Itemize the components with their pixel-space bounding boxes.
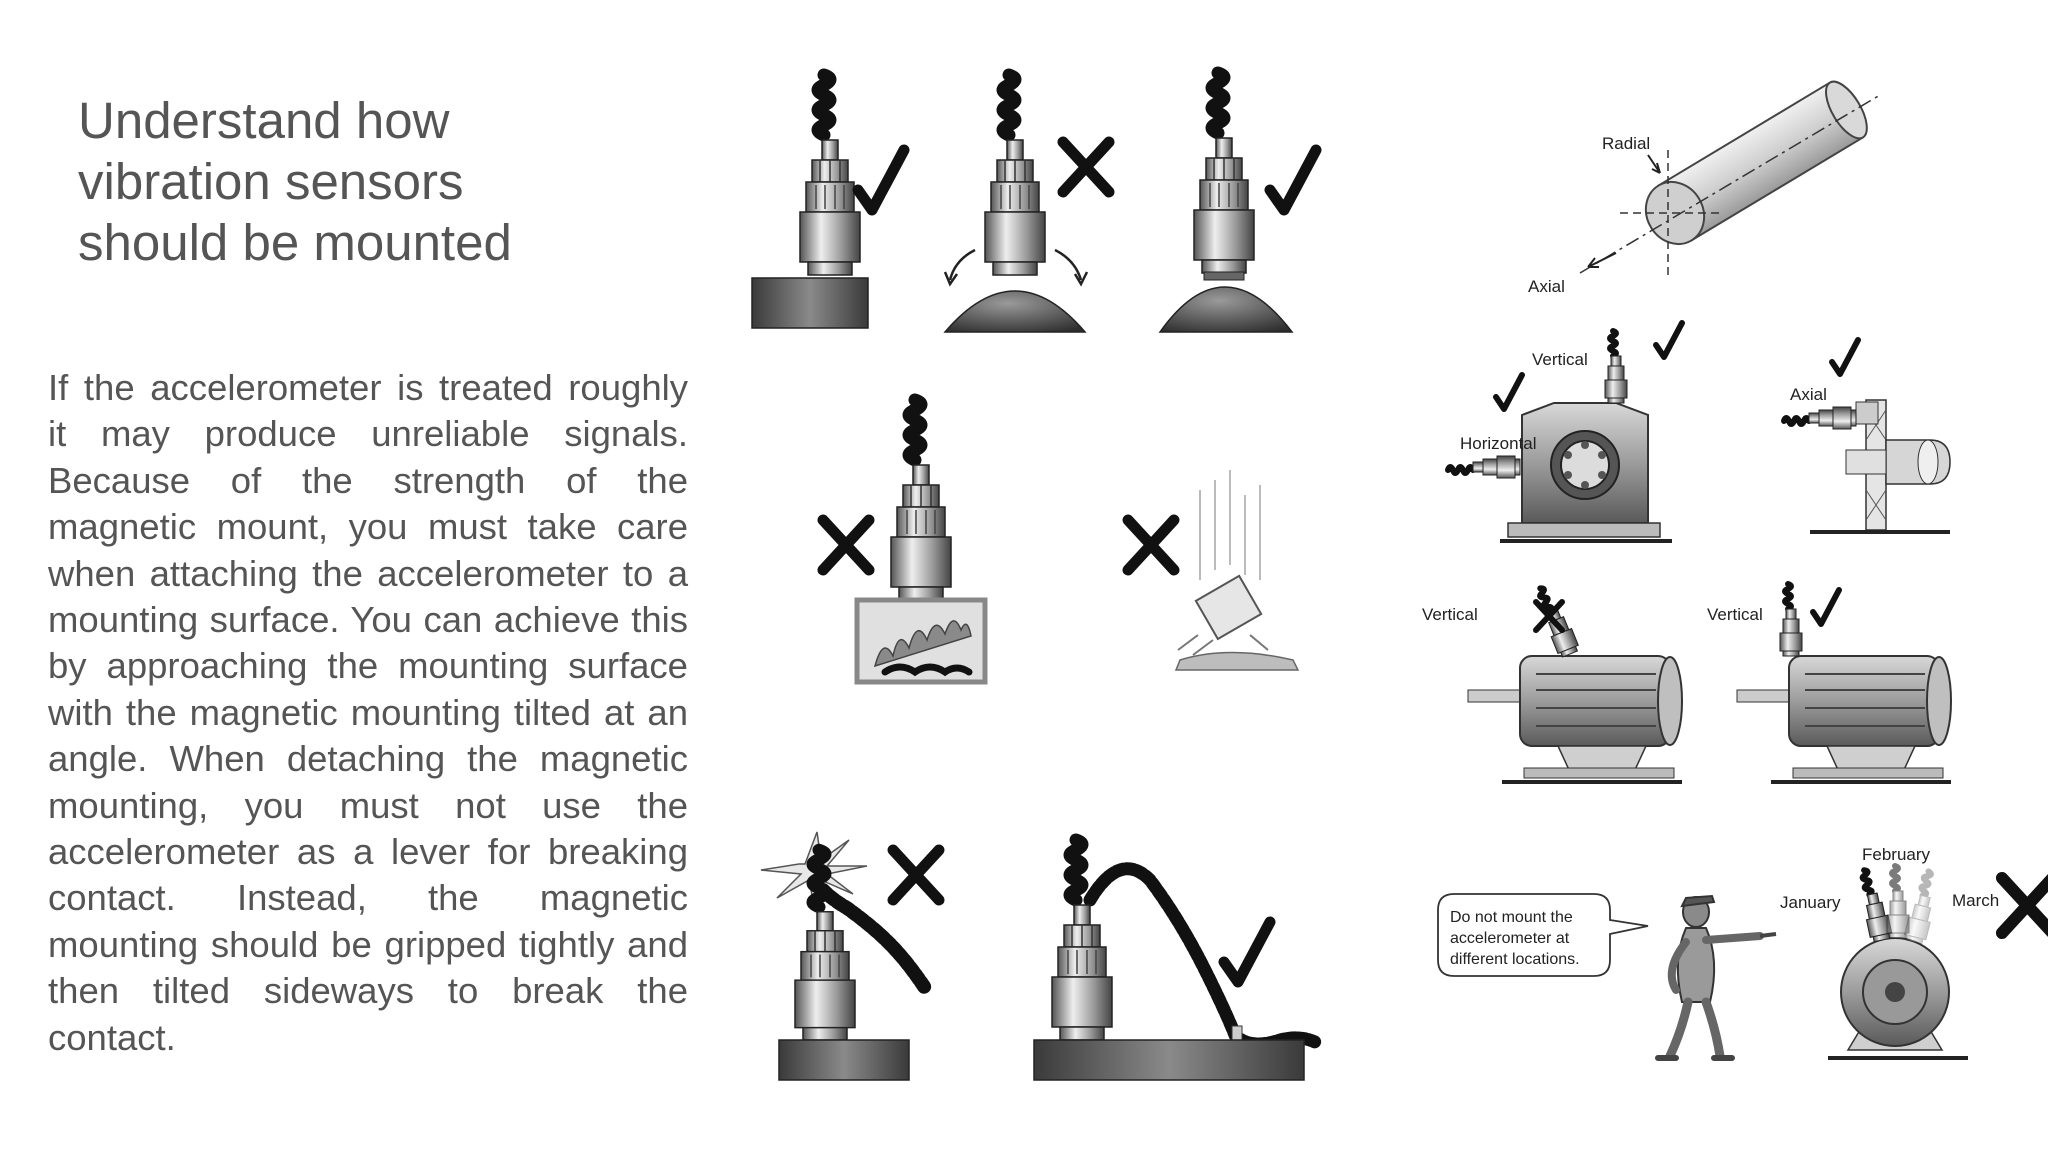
- cable: [1083, 862, 1322, 1051]
- radial-label: Radial: [1602, 134, 1650, 153]
- check-mark-icon: [1656, 323, 1682, 357]
- accelerometer-icon: [1194, 73, 1254, 273]
- check-mark-icon: [1270, 150, 1316, 210]
- radial-arrow: [1647, 154, 1661, 174]
- motor-vertical-wrong: Vertical: [1420, 570, 1690, 795]
- check-mark-icon: [858, 150, 904, 210]
- mount-curved-correct: [1152, 60, 1332, 340]
- mounting-block: [751, 277, 869, 329]
- mount-curved-wrong: [943, 60, 1125, 340]
- mount-heat-wrong: [815, 460, 1015, 700]
- accelerometer-icon: [1605, 331, 1627, 403]
- axial-centerline: [1579, 94, 1881, 274]
- speech-line-2: accelerometer at: [1450, 930, 1570, 947]
- mount-drop-wrong: [1118, 470, 1318, 690]
- cross-mark-icon: [1128, 520, 1174, 570]
- motor-body: [1519, 655, 1671, 747]
- mount-flat-correct: [750, 60, 920, 340]
- february-label: February: [1862, 845, 1931, 864]
- january-label: January: [1780, 893, 1841, 912]
- slide-title: Understand how vibration sensors should …: [78, 90, 638, 273]
- detach-correct: [1030, 860, 1330, 1100]
- accelerometer-icon: [800, 75, 860, 275]
- pipe-axes-diagram: Radial Axial: [1500, 80, 1900, 315]
- speech-line-1: Do not mount the: [1450, 909, 1573, 926]
- speech-bubble: [1437, 893, 1649, 977]
- motor-front-view: [1828, 937, 1968, 1060]
- accelerometer-icon: [891, 400, 951, 600]
- horizontal-label: Horizontal: [1460, 434, 1537, 453]
- axial-label: Axial: [1528, 277, 1565, 296]
- curved-surface: [1158, 286, 1294, 333]
- axial-label: Axial: [1790, 385, 1827, 404]
- person-figure: [1655, 894, 1777, 1061]
- mounting-block: [1033, 1039, 1305, 1081]
- pipe-shape: [1644, 80, 1868, 245]
- floor-surface: [1174, 651, 1300, 671]
- axial-arrow: [1587, 252, 1617, 268]
- mounting-block: [778, 1039, 910, 1081]
- cable: [816, 883, 932, 995]
- title-line-2: vibration sensors: [78, 153, 464, 210]
- do-not-move-diagram: Do not mount the accelerometer at differ…: [1420, 830, 2020, 1080]
- accelerometer-icon: [1052, 840, 1112, 1040]
- motor-vertical-correct: Vertical: [1705, 570, 1965, 795]
- accelerometer-icon: [985, 75, 1045, 275]
- title-line-3: should be mounted: [78, 214, 512, 271]
- cross-mark-icon: [1063, 142, 1109, 192]
- accelerometer-icon: [1887, 866, 1909, 938]
- rock-arrow-left: [948, 248, 976, 281]
- accelerometer-icon: [1448, 456, 1520, 478]
- check-mark-icon: [1224, 922, 1270, 982]
- rock-arrow-right: [1054, 248, 1083, 281]
- bearing-housing-diagram: Vertical Horizontal: [1460, 315, 1730, 555]
- title-line-1: Understand how: [78, 92, 450, 149]
- vertical-label: Vertical: [1532, 350, 1588, 369]
- accelerometer-icon: [1780, 584, 1802, 656]
- march-label: March: [1952, 891, 1999, 910]
- fire-icon: [873, 620, 973, 677]
- speech-line-3: different locations.: [1450, 951, 1580, 968]
- accelerometer-icon: [1903, 869, 1942, 944]
- check-mark-icon: [1832, 340, 1858, 374]
- accelerometer-icon: [1784, 407, 1856, 429]
- falling-sensor: [1194, 574, 1263, 641]
- coupling-axial-diagram: Axial: [1780, 340, 1960, 550]
- check-mark-icon: [1496, 375, 1522, 409]
- body-paragraph: If the accelerometer is treated roughly …: [48, 367, 688, 1058]
- motor-body: [1788, 655, 1940, 747]
- fall-lines: [1199, 470, 1261, 580]
- vertical-label: Vertical: [1707, 605, 1763, 624]
- cross-mark-icon: [823, 520, 869, 570]
- cross-mark-icon: [893, 850, 939, 900]
- check-mark-icon: [1813, 590, 1839, 624]
- detach-lever-wrong: [755, 820, 975, 1090]
- cross-mark-icon: [2002, 878, 2048, 933]
- vertical-label: Vertical: [1422, 605, 1478, 624]
- curved-surface: [943, 290, 1087, 333]
